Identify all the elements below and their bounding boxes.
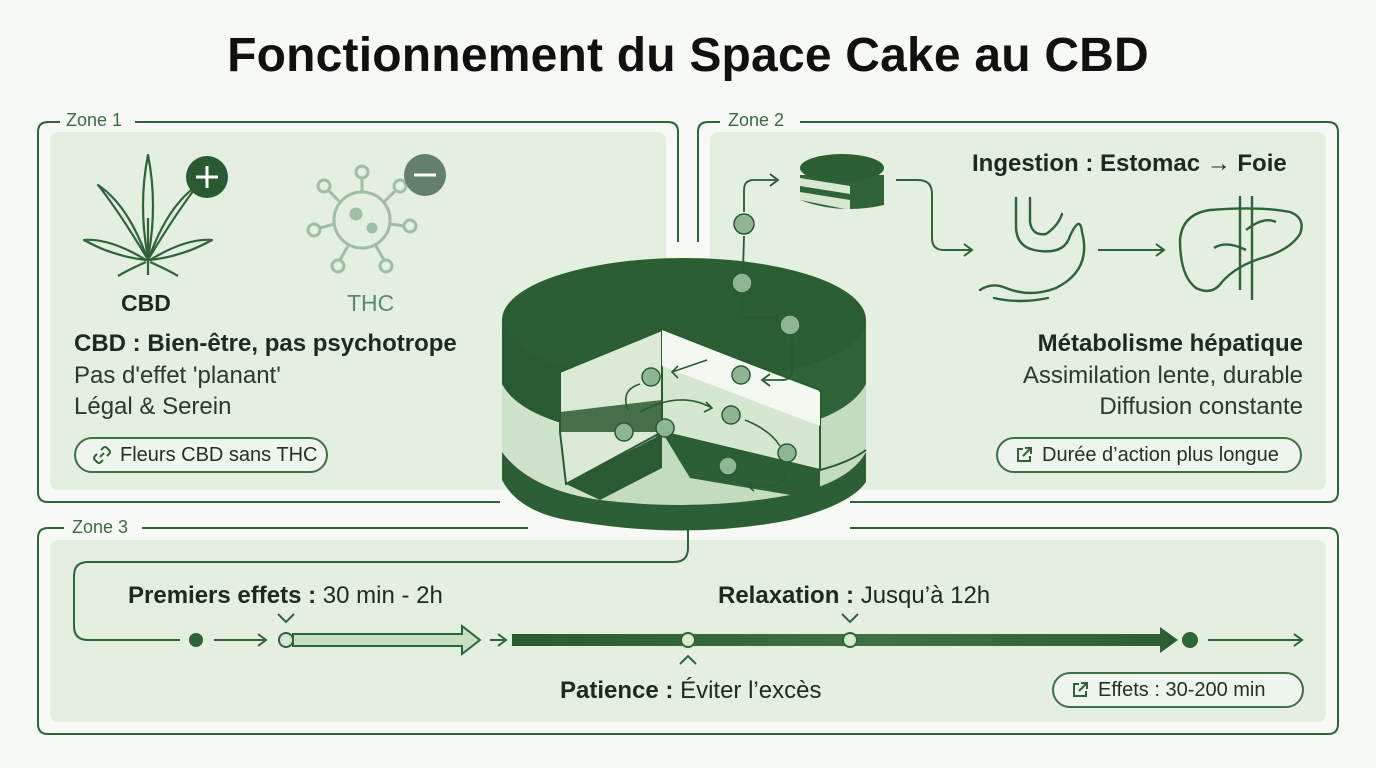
cbd-molecule-icon [731, 213, 801, 336]
zone2-sub-heading: Métabolisme hépatique [1037, 330, 1303, 357]
cannabis-leaf-icon [82, 153, 214, 277]
cake-illustration [502, 258, 867, 531]
zone1-heading: CBD : Bien-être, pas psychotrope [74, 330, 457, 357]
link-icon [93, 446, 111, 464]
zone2-heading: Ingestion : Estomac → Foie [972, 150, 1287, 177]
zone1-line1: Pas d'effet 'planant' [74, 362, 281, 389]
zone2-label: Zone 2 [722, 110, 791, 131]
zone1-frame [37, 121, 500, 503]
relaxation-value: Jusqu’à 12h [860, 582, 991, 609]
first-effects-value: 30 min - 2h [322, 582, 443, 609]
page-title: Fonctionnement du Space Cake au CBD [227, 29, 1149, 82]
zone3-label: Zone 3 [66, 517, 135, 538]
duration-link-label: Durée d’action plus longue [1042, 443, 1279, 466]
thc-molecule-icon [306, 164, 418, 274]
plus-icon [186, 156, 228, 198]
patience-label: Patience : [560, 677, 674, 704]
stomach-icon [978, 196, 1086, 303]
external-link-icon [1017, 447, 1032, 462]
first-effects-label: Premiers effets : [128, 582, 317, 609]
zone2-line2: Diffusion constante [1099, 393, 1303, 420]
cbd-label: CBD [121, 290, 171, 316]
zone3-frame [37, 527, 1339, 735]
zone1-line2: Légal & Serein [74, 393, 232, 420]
minus-icon [404, 154, 446, 196]
liver-icon [1178, 196, 1303, 300]
first-effects-text: Premiers effets : 30 min - 2h [128, 582, 443, 610]
external-link-icon [1073, 682, 1088, 697]
relaxation-label: Relaxation : [718, 582, 855, 609]
effects-duration-link-label: Effets : 30-200 min [1098, 678, 1266, 701]
cbd-flowers-link[interactable]: Fleurs CBD sans THC [74, 437, 328, 473]
effects-duration-link[interactable]: Effets : 30-200 min [1052, 672, 1304, 708]
thc-label: THC [347, 290, 395, 316]
duration-link[interactable]: Durée d’action plus longue [996, 437, 1302, 473]
zone3-panel [50, 540, 1326, 722]
zone2-line1: Assimilation lente, durable [1022, 362, 1303, 389]
relaxation-text: Relaxation : Jusqu’à 12h [718, 582, 990, 610]
zone1-label: Zone 1 [60, 110, 129, 131]
timeline [189, 613, 1304, 665]
patience-text: Patience : Éviter l’excès [560, 677, 821, 705]
cbd-flowers-link-label: Fleurs CBD sans THC [120, 443, 318, 466]
patience-value: Éviter l’excès [680, 677, 822, 704]
zone2-frame [697, 121, 720, 242]
cake-to-zone3-connector [73, 495, 689, 641]
cake-slice-icon [800, 154, 884, 210]
